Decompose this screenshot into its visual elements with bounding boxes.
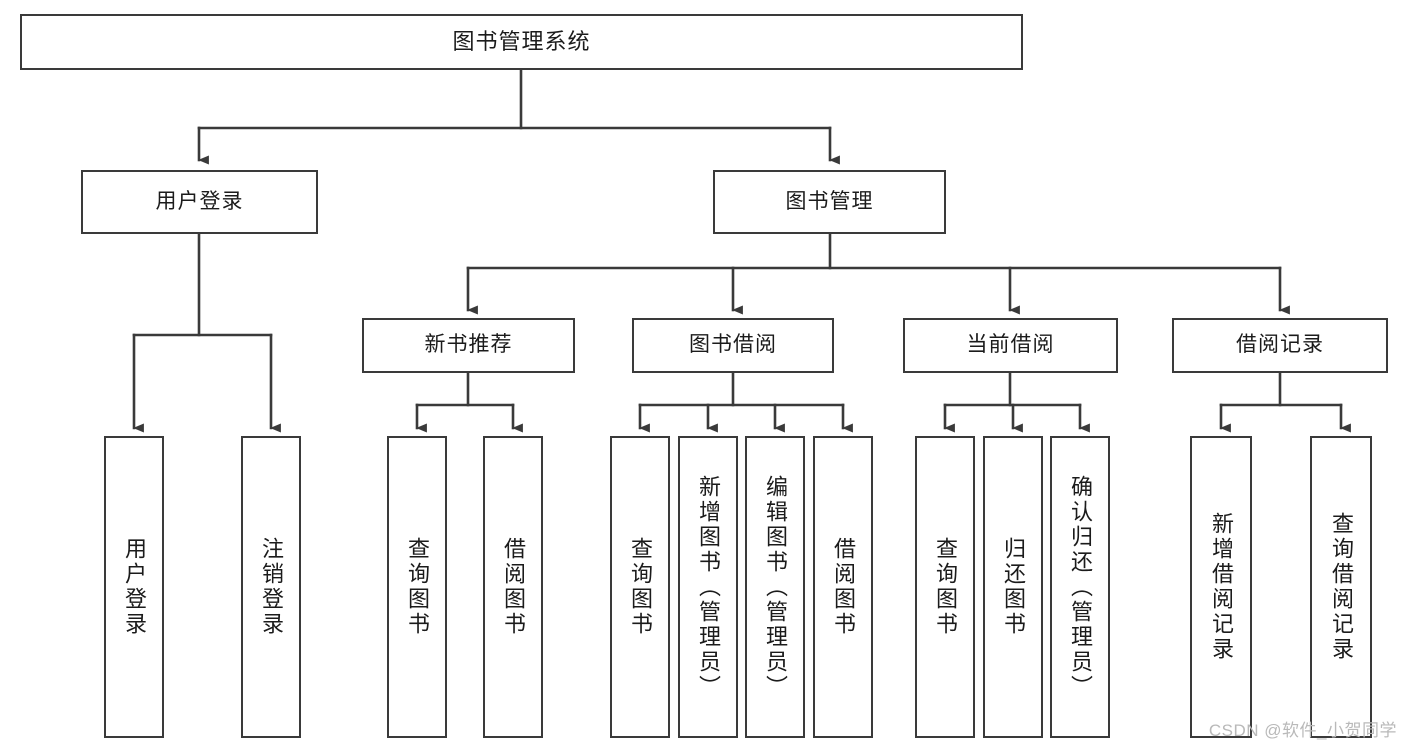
node-add-book[interactable]: 新增图书（管理员） <box>678 436 738 738</box>
node-borrow-book-2[interactable]: 借阅图书 <box>813 436 873 738</box>
node-current-borrow[interactable]: 当前借阅 <box>903 318 1118 373</box>
node-book-manage[interactable]: 图书管理 <box>713 170 946 234</box>
node-add-record-label: 新增借阅记录 <box>1209 512 1234 662</box>
node-query-book-3-label: 查询图书 <box>933 537 958 637</box>
node-edit-book[interactable]: 编辑图书（管理员） <box>745 436 805 738</box>
node-current-borrow-label: 当前借阅 <box>966 333 1055 357</box>
node-root-label: 图书管理系统 <box>452 29 591 55</box>
node-book-borrow[interactable]: 图书借阅 <box>632 318 834 373</box>
node-new-book-recommend-label: 新书推荐 <box>424 333 513 357</box>
node-borrow-book-1[interactable]: 借阅图书 <box>483 436 543 738</box>
node-borrow-book-1-label: 借阅图书 <box>501 537 526 637</box>
node-logout[interactable]: 注销登录 <box>241 436 301 738</box>
node-borrow-record-label: 借阅记录 <box>1236 333 1324 357</box>
node-query-record[interactable]: 查询借阅记录 <box>1310 436 1372 738</box>
node-query-record-label: 查询借阅记录 <box>1329 512 1354 662</box>
node-user-login-label: 用户登录 <box>155 189 244 213</box>
node-book-manage-label: 图书管理 <box>785 189 874 213</box>
node-confirm-return[interactable]: 确认归还（管理员） <box>1050 436 1110 738</box>
node-login[interactable]: 用户登录 <box>104 436 164 738</box>
node-confirm-return-label: 确认归还（管理员） <box>1068 474 1093 700</box>
node-book-borrow-label: 图书借阅 <box>689 333 777 357</box>
node-user-login[interactable]: 用户登录 <box>81 170 318 234</box>
node-login-label: 用户登录 <box>122 537 147 637</box>
node-query-book-1[interactable]: 查询图书 <box>387 436 447 738</box>
node-return-book[interactable]: 归还图书 <box>983 436 1043 738</box>
node-query-book-1-label: 查询图书 <box>405 537 430 637</box>
node-query-book-2[interactable]: 查询图书 <box>610 436 670 738</box>
node-borrow-record[interactable]: 借阅记录 <box>1172 318 1388 373</box>
node-add-record[interactable]: 新增借阅记录 <box>1190 436 1252 738</box>
node-return-book-label: 归还图书 <box>1001 537 1026 637</box>
node-query-book-3[interactable]: 查询图书 <box>915 436 975 738</box>
node-edit-book-label: 编辑图书（管理员） <box>763 474 788 700</box>
node-borrow-book-2-label: 借阅图书 <box>831 537 856 637</box>
node-add-book-label: 新增图书（管理员） <box>696 474 721 700</box>
node-new-book-recommend[interactable]: 新书推荐 <box>362 318 575 373</box>
node-root[interactable]: 图书管理系统 <box>20 14 1023 70</box>
node-logout-label: 注销登录 <box>259 537 284 637</box>
node-query-book-2-label: 查询图书 <box>628 537 653 637</box>
